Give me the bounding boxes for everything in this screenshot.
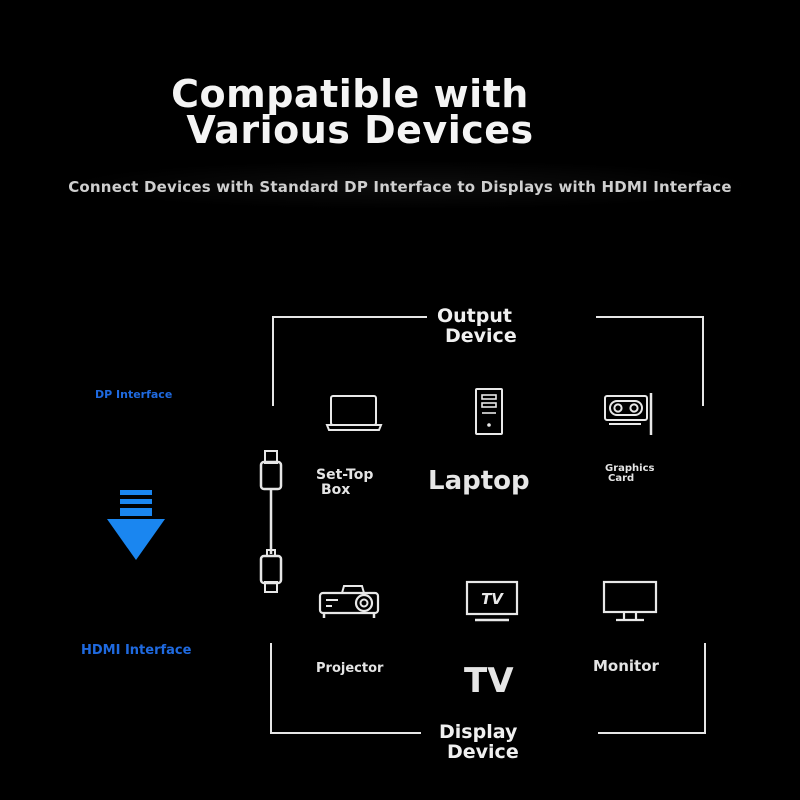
subtitle: Connect Devices with Standard DP Interfa… — [68, 178, 732, 196]
down-arrow-icon — [107, 490, 165, 560]
projector-label: Projector — [316, 661, 384, 676]
display-title-line-1: Display — [439, 721, 518, 743]
display-frame-right — [704, 643, 706, 734]
tv-label: TV — [464, 661, 514, 701]
projector-icon — [318, 585, 380, 618]
subtitle-glow — [60, 160, 760, 210]
tv-icon: TV — [465, 580, 519, 622]
settop-box-label: Set-Top Box — [316, 468, 373, 498]
graphics-card-icon — [604, 393, 653, 435]
display-frame-bottom-right — [598, 732, 706, 734]
output-frame-top-left — [272, 316, 427, 318]
display-frame-left — [270, 643, 272, 734]
display-title-line-2: Device — [447, 741, 519, 763]
display-frame-bottom-left — [270, 732, 421, 734]
output-frame-top-right — [596, 316, 704, 318]
laptop-icon — [325, 395, 383, 431]
display-device-title: Display Device — [439, 722, 519, 762]
output-title-line-1: Output — [437, 305, 512, 327]
hdmi-interface-label: HDMI Interface — [81, 643, 192, 658]
tv-screen-text: TV — [481, 590, 504, 608]
title-line-2: Various Devices — [186, 108, 534, 152]
output-frame-left — [272, 316, 274, 406]
dp-hdmi-cable-icon — [259, 450, 283, 593]
output-device-title: Output Device — [437, 306, 517, 346]
page-title: Compatible with Various Devices — [0, 72, 700, 152]
graphics-label-line-2: Card — [608, 473, 635, 484]
dp-interface-label: DP Interface — [95, 388, 173, 401]
graphics-label-line-1: Graphics — [605, 463, 655, 474]
graphics-card-label: Graphics Card — [605, 464, 654, 484]
settop-label-line-2: Box — [321, 482, 351, 498]
output-frame-right — [702, 316, 704, 406]
title-line-1: Compatible with — [171, 72, 529, 116]
laptop-label: Laptop — [428, 466, 530, 496]
monitor-label: Monitor — [593, 657, 659, 675]
output-title-line-2: Device — [445, 325, 517, 347]
monitor-icon — [602, 580, 658, 622]
settop-label-line-1: Set-Top — [316, 467, 374, 483]
pc-tower-icon — [475, 388, 503, 435]
